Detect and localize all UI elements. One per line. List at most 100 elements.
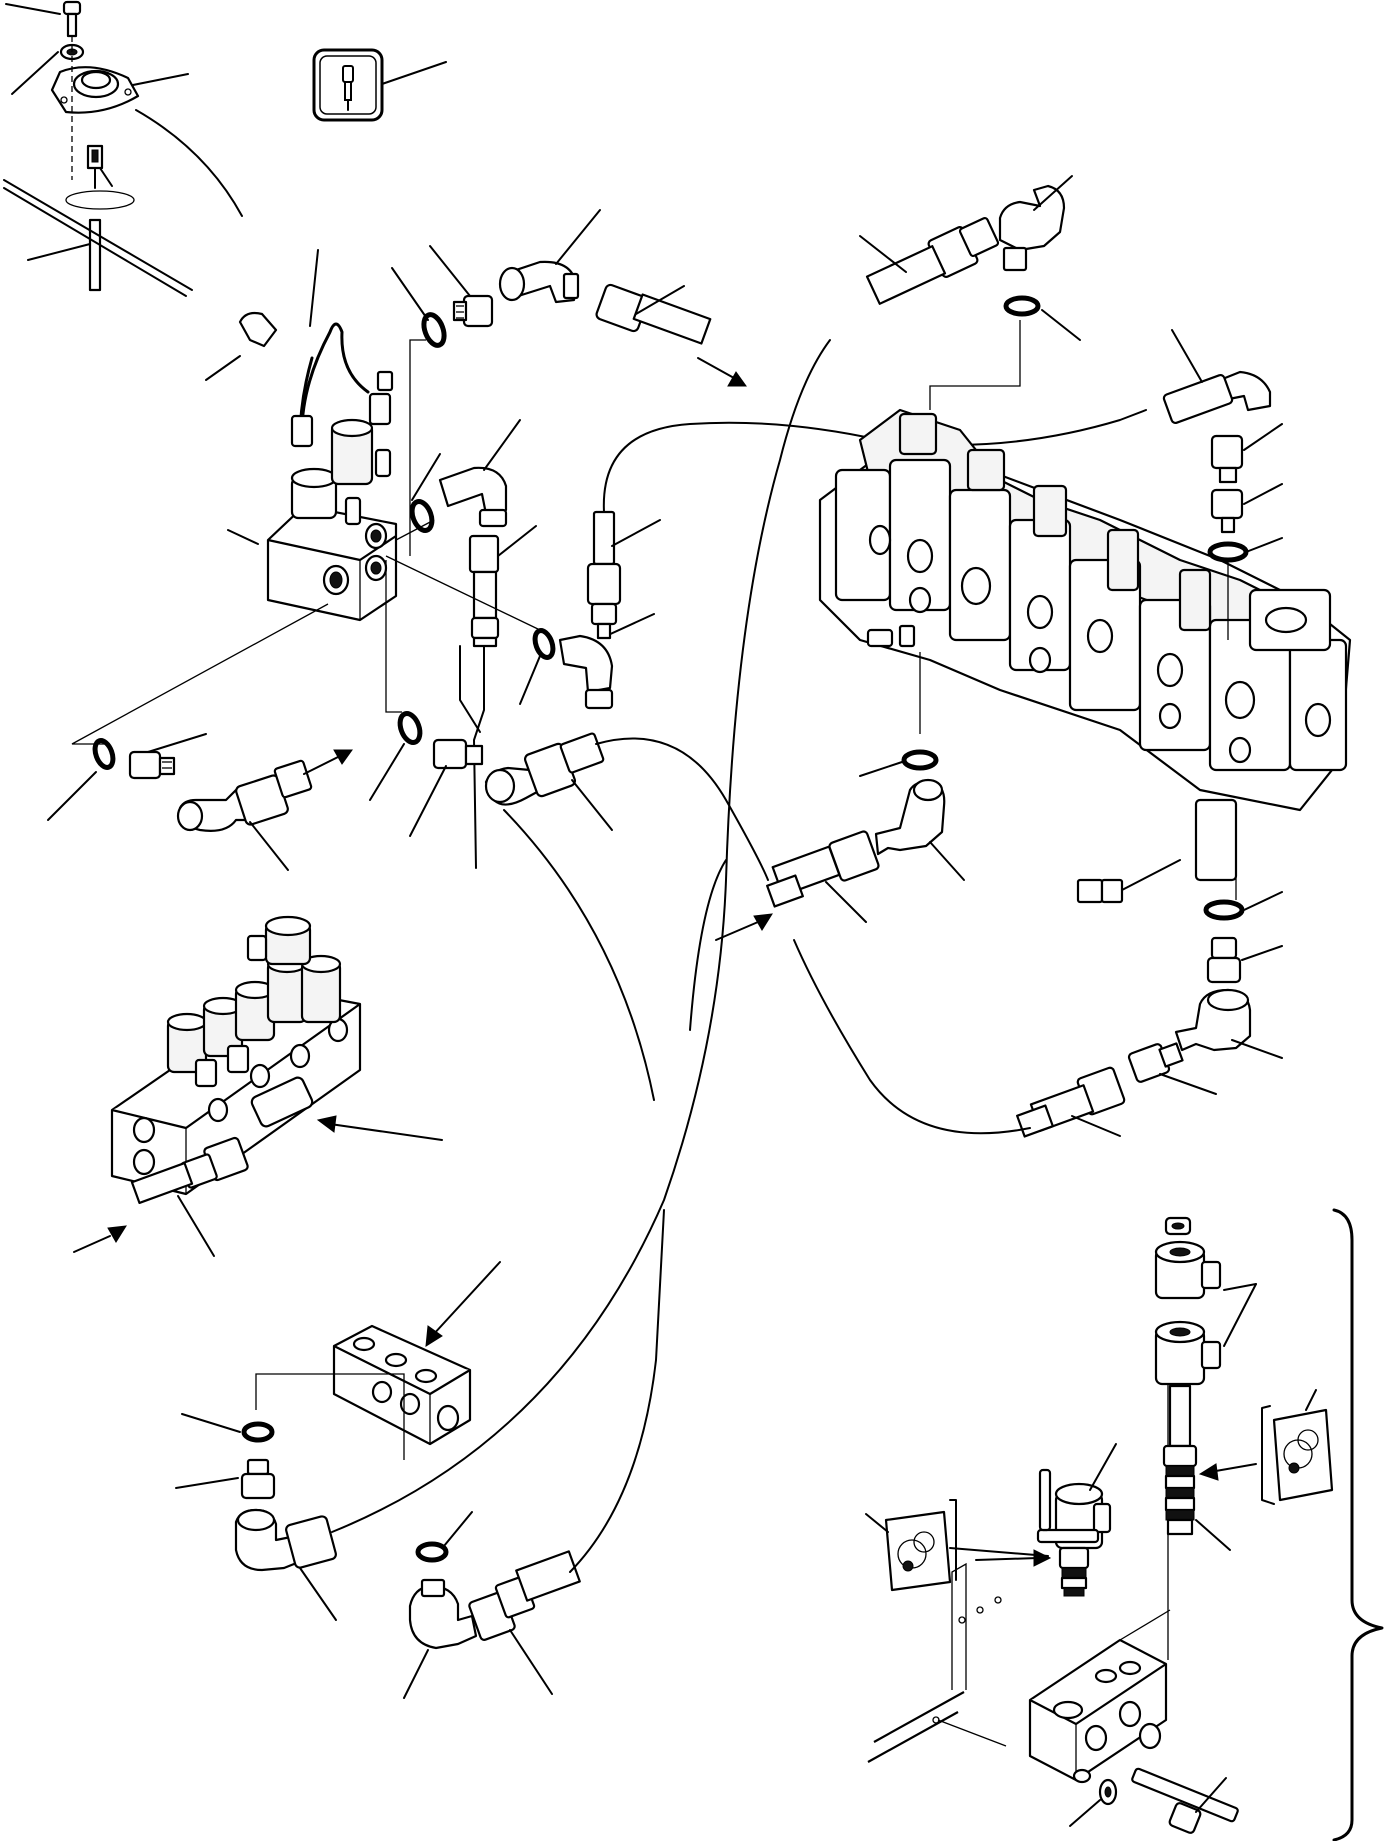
- leader-line: [1171, 329, 1203, 383]
- adapter-fitting-part: [1206, 936, 1242, 984]
- elbow-fitting-part: [874, 778, 946, 856]
- leader-line: [175, 1477, 239, 1489]
- bolt-and-washer-parts: [1069, 1767, 1239, 1834]
- leader-line: [555, 209, 601, 265]
- hose-line: [473, 645, 485, 869]
- side-port-fittings: [385, 419, 541, 869]
- elbow-hose-part: [484, 732, 605, 806]
- o-ring-part: [409, 499, 435, 533]
- leader-line: [381, 61, 447, 85]
- leader-line: [1195, 1777, 1227, 1813]
- hose-line: [459, 645, 481, 733]
- adapter-fitting-part: [1210, 488, 1244, 534]
- hose-line: [595, 737, 769, 881]
- cartridge-valve-assembly: [867, 1330, 1171, 1784]
- tank-outline: [3, 187, 187, 297]
- elbow-hose-part: [234, 1508, 337, 1572]
- leader-line: [177, 1195, 215, 1257]
- solenoid-coil-part: [1154, 1320, 1222, 1386]
- leader-line: [27, 243, 91, 261]
- o-ring-part: [1207, 541, 1249, 563]
- leader-line: [409, 765, 447, 837]
- flow-arrow: [107, 1225, 127, 1243]
- leader-line: [1243, 891, 1283, 911]
- leader-line: [147, 733, 207, 753]
- leader-line: [1033, 175, 1073, 211]
- sender-flange-part: [50, 66, 140, 114]
- leader-line: [865, 1513, 889, 1533]
- cable-clip-part: [205, 311, 278, 381]
- flow-arrow: [1198, 1463, 1219, 1481]
- elbow-fitting-part: [998, 184, 1066, 272]
- leader-line: [227, 529, 259, 545]
- nut-part: [1164, 1216, 1192, 1236]
- sender-probe-part: [65, 144, 135, 292]
- leader-line: [369, 743, 405, 801]
- leader-line: [1223, 1283, 1257, 1347]
- elbow-fitting-part: [498, 260, 580, 304]
- leader-line: [411, 453, 441, 501]
- hose-end-part: [595, 283, 712, 345]
- hose-line: [503, 809, 655, 1101]
- leader-line: [519, 655, 541, 705]
- leader-line: [1245, 537, 1283, 553]
- leader-line: [1243, 423, 1283, 451]
- center-fittings-row: [369, 560, 769, 1101]
- leader-line: [825, 881, 867, 923]
- hose-line: [602, 409, 1147, 513]
- solenoid-cartridge-parts: [1154, 1216, 1257, 1551]
- bolt-part: [62, 0, 82, 38]
- stack-left-fittings: [715, 652, 965, 941]
- hose-end-part: [766, 830, 880, 908]
- leader-line: [1159, 1073, 1217, 1095]
- flow-arrow: [727, 371, 747, 387]
- o-ring-part: [901, 749, 939, 771]
- adapter-fitting-part: [1127, 1042, 1184, 1083]
- stack-top-fittings: [859, 175, 1081, 410]
- adapter-fitting-part: [452, 294, 494, 328]
- leader-line: [391, 267, 429, 321]
- bracket-line: [949, 1499, 957, 1581]
- leader-line: [497, 525, 537, 557]
- hose-end-part: [1016, 1066, 1126, 1138]
- control-valve-stack: [818, 408, 1352, 904]
- leader-line: [1195, 1519, 1231, 1551]
- leader-line: [1041, 309, 1081, 341]
- main-valve-bank: [73, 915, 443, 1257]
- leader-line: [47, 771, 97, 821]
- cartridge-stem-part: [1162, 1384, 1198, 1536]
- o-ring-part: [415, 1541, 449, 1563]
- sealant-packet-icon: [865, 1510, 1049, 1592]
- tank-outline: [135, 109, 243, 217]
- leader-line: [1089, 1443, 1117, 1491]
- leader-line: [1071, 1115, 1121, 1137]
- flow-arrow: [1033, 1549, 1052, 1567]
- leader-line: [429, 245, 471, 297]
- solenoid-valve-block: [227, 418, 398, 622]
- pilot-hose-part: [586, 510, 622, 640]
- o-ring-part: [397, 711, 423, 745]
- solenoid-coil-part: [1154, 1240, 1222, 1300]
- hose-line: [331, 339, 831, 1533]
- hose-fitting-part: [468, 534, 500, 648]
- sealant-packet-icon: [1261, 1389, 1334, 1505]
- o-ring-part: [1203, 899, 1245, 921]
- hose-end-part: [468, 1550, 581, 1641]
- washer-part: [1098, 1778, 1118, 1806]
- adapter-fitting-part: [432, 738, 484, 770]
- elbow-hose-part: [1162, 370, 1272, 425]
- leader-line: [605, 613, 655, 637]
- flow-arrow: [753, 913, 773, 931]
- leader-line: [1305, 1389, 1317, 1411]
- leader-line: [483, 419, 521, 471]
- adapter-fitting-part: [240, 1458, 276, 1500]
- leader-line: [5, 3, 61, 15]
- stack-bottom-fittings: [793, 891, 1283, 1138]
- leader-line: [181, 1413, 241, 1433]
- screwdriver-icon: [312, 48, 447, 122]
- elbow-fitting-part: [1174, 988, 1252, 1052]
- o-ring-part: [421, 312, 447, 348]
- leader-line: [431, 1261, 501, 1337]
- swept-elbow-hose-part: [176, 759, 313, 832]
